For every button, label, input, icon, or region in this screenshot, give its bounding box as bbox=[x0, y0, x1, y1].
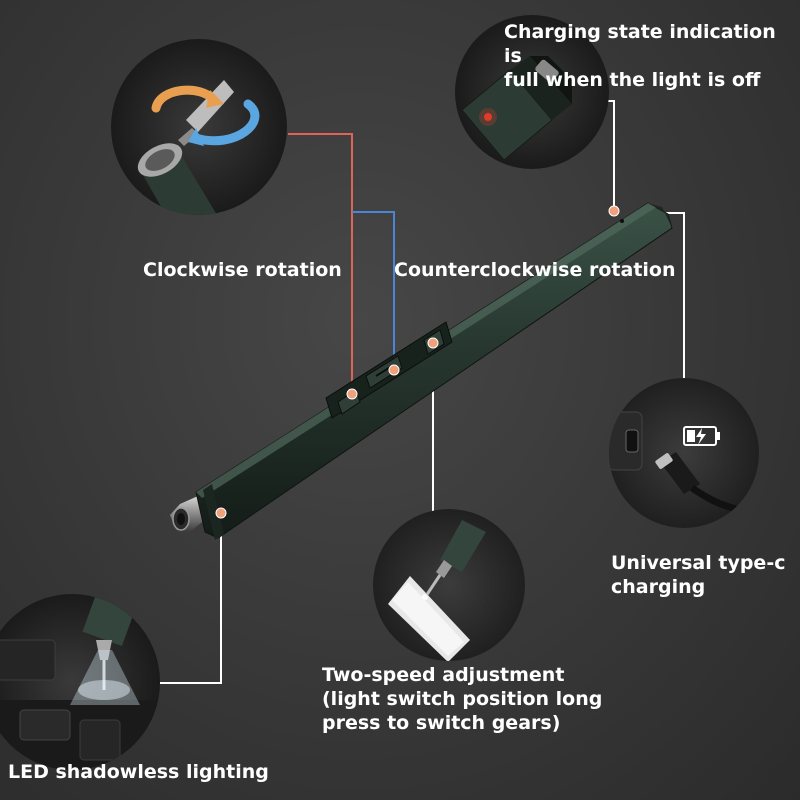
charging-state-label: Charging state indication is full when t… bbox=[504, 20, 794, 92]
two-speed-label-line1: Two-speed adjustment bbox=[322, 664, 565, 686]
clockwise-marker bbox=[346, 388, 358, 400]
typec-callout-line bbox=[662, 212, 685, 390]
led-label: LED shadowless lighting bbox=[8, 761, 269, 783]
charging-indicator-circle bbox=[455, 15, 609, 169]
typec-label-line2: charging bbox=[611, 576, 706, 598]
callout-markers bbox=[215, 205, 620, 519]
screwdriver-pen bbox=[170, 202, 673, 540]
typec-label: Universal type-c charging bbox=[611, 551, 796, 599]
led-circle bbox=[0, 594, 160, 770]
clockwise-callout-line bbox=[288, 133, 353, 394]
clockwise-label: Clockwise rotation bbox=[143, 259, 342, 281]
two-speed-label: Two-speed adjustment (light switch posit… bbox=[322, 663, 622, 735]
two-speed-label-line3: press to switch gears) bbox=[322, 712, 561, 734]
led-marker bbox=[215, 507, 227, 519]
charging-state-marker bbox=[608, 205, 620, 217]
pen-tip bbox=[170, 496, 207, 532]
two-speed-label-line2: (light switch position long bbox=[322, 688, 603, 710]
typec-circle bbox=[609, 378, 759, 528]
counterclockwise-label: Counterclockwise rotation bbox=[394, 259, 676, 281]
charging-state-label-line2: full when the light is off bbox=[504, 69, 761, 91]
counterclockwise-callout-line bbox=[352, 211, 395, 370]
two-speed-marker bbox=[427, 337, 439, 349]
charging-indicator-light bbox=[620, 219, 624, 223]
battery-charging-icon bbox=[683, 426, 720, 446]
counterclockwise-marker bbox=[388, 364, 400, 376]
led-callout-line bbox=[160, 513, 222, 684]
rotation-detail-circle bbox=[111, 39, 287, 215]
rotation-arrows-icon bbox=[151, 85, 260, 146]
charging-state-label-line1: Charging state indication is bbox=[504, 21, 776, 67]
two-speed-circle bbox=[373, 509, 525, 661]
typec-label-line1: Universal type-c bbox=[611, 552, 786, 574]
